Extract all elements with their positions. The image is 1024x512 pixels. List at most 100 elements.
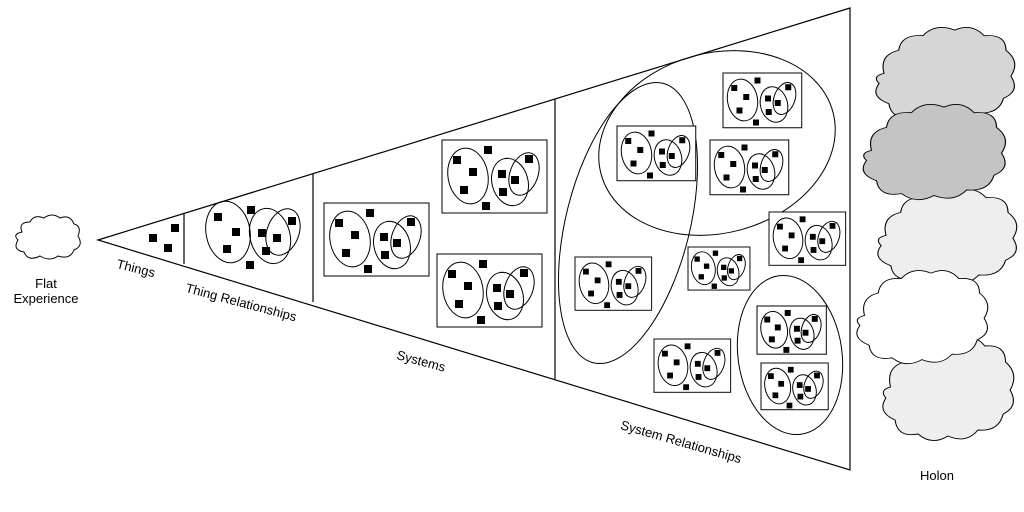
thing-square: [479, 260, 487, 268]
thing-square: [714, 349, 721, 356]
thing-square: [464, 282, 472, 290]
flat-experience-label-line2: Experience: [13, 291, 79, 306]
thing-square: [335, 219, 343, 227]
relationship-ellipse: [789, 317, 815, 350]
thing-square: [232, 228, 240, 236]
thing-square: [605, 261, 612, 268]
thing-square: [829, 222, 836, 229]
relationship-ellipse: [759, 86, 789, 123]
thing-square: [721, 264, 727, 271]
relationship-ellipse: [610, 269, 639, 306]
system-box: [436, 253, 543, 328]
relationship-ellipse: [265, 208, 301, 256]
thing-square: [482, 202, 490, 210]
thing-square: [648, 130, 655, 137]
thing-square: [520, 269, 528, 277]
system-box: [323, 202, 430, 277]
thing-square: [407, 218, 415, 226]
holon-cloud-icon: [856, 270, 989, 365]
thing-square: [819, 238, 826, 245]
relationship-ellipse: [666, 135, 691, 168]
thing-square: [810, 247, 817, 253]
thing-square: [782, 245, 788, 252]
thing-square: [774, 100, 781, 106]
thing-square: [788, 232, 795, 239]
thing-square: [583, 268, 589, 275]
thing-square: [525, 155, 533, 163]
thing-square: [149, 234, 157, 242]
relationship-ellipse: [792, 374, 817, 406]
relationship-ellipse: [620, 131, 653, 175]
thing-square: [393, 239, 401, 247]
system-box-small: [687, 246, 751, 291]
thing-square: [625, 138, 632, 144]
relationship-ellipse: [578, 262, 610, 305]
relationship-ellipse: [503, 266, 535, 310]
relationship-ellipse: [442, 261, 484, 319]
system-box: [441, 139, 548, 214]
thing-square: [765, 95, 771, 102]
thing-square: [802, 329, 809, 336]
thing-square: [647, 172, 653, 179]
thing-square: [673, 359, 680, 366]
thing-square: [164, 244, 172, 252]
relationship-ellipse: [248, 207, 292, 265]
system-box-small: [756, 305, 827, 355]
thing-square: [752, 162, 758, 169]
thing-square: [262, 247, 270, 255]
relationship-ellipse: [653, 139, 683, 176]
thing-square: [765, 109, 772, 115]
thing-square: [754, 77, 761, 84]
thing-square: [288, 217, 296, 225]
thing-square: [785, 84, 792, 91]
thing-square: [453, 156, 461, 164]
thing-square: [811, 315, 818, 322]
thing-square: [712, 250, 719, 256]
relationship-ellipse: [772, 217, 804, 260]
thing-square: [711, 283, 717, 289]
thing-square: [777, 223, 783, 230]
thing-square: [171, 224, 179, 232]
thing-square: [493, 284, 501, 292]
thing-square: [381, 251, 389, 259]
system-box-small: [574, 256, 653, 311]
thing-square: [366, 209, 374, 217]
things-group: [149, 224, 179, 252]
relationship-ellipse: [800, 313, 822, 343]
relationship-ellipse: [447, 147, 489, 205]
relationship-ellipse: [716, 257, 740, 287]
thing-square: [662, 350, 668, 357]
thing-square: [805, 386, 811, 392]
relationship-ellipse: [713, 145, 746, 189]
relationship-ellipse: [746, 153, 776, 190]
thing-square: [637, 147, 644, 153]
system-frame: [441, 139, 548, 214]
relationship-ellipse: [390, 215, 422, 259]
system-box-small: [768, 211, 847, 266]
system-frame: [760, 362, 829, 411]
thing-square: [736, 107, 743, 114]
holon-cloud-icon: [875, 27, 1016, 124]
holon-label: Holon: [920, 468, 954, 483]
thing-square: [223, 245, 231, 253]
thing-square: [469, 168, 477, 176]
relationship-ellipse: [804, 224, 833, 261]
system-frame: [436, 253, 543, 328]
thing-square: [796, 382, 803, 388]
thing-square: [740, 186, 746, 193]
thing-square: [783, 346, 790, 353]
thing-square: [787, 366, 794, 373]
thing-square: [799, 216, 806, 223]
thing-square: [604, 302, 611, 309]
thing-square: [721, 275, 727, 281]
thing-square: [659, 148, 665, 155]
relationship-ellipse: [690, 251, 716, 286]
thing-square: [794, 337, 801, 344]
thing-square: [448, 270, 456, 278]
thing-square: [246, 261, 254, 269]
thing-square: [723, 174, 730, 181]
thing-square: [455, 300, 463, 308]
system-relationship-ellipse: [598, 50, 836, 236]
thing-square: [772, 151, 779, 158]
